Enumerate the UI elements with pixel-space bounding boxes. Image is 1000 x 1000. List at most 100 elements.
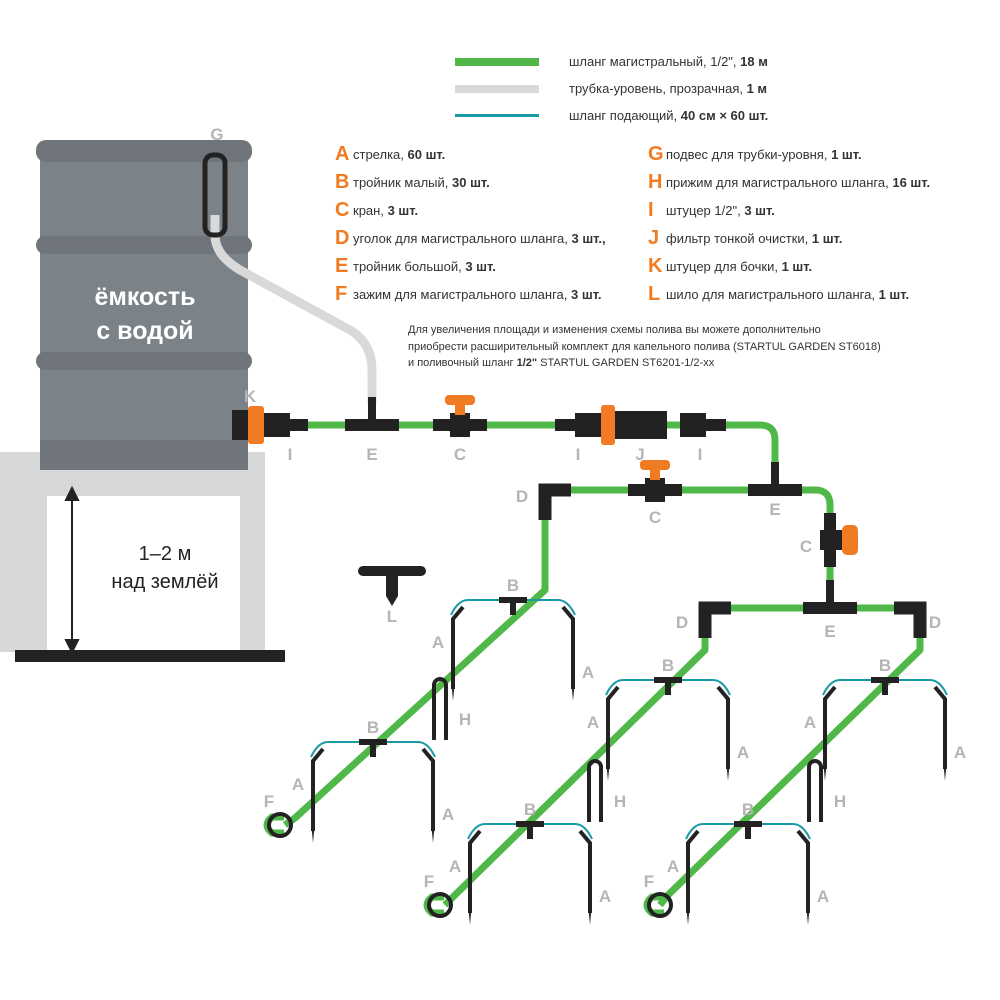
feed-hose-swatch (455, 114, 539, 117)
part-name: подвес для трубки-уровня, (666, 146, 828, 162)
part-qty: 1 шт. (811, 230, 843, 246)
part-letter: B (335, 170, 350, 193)
part-qty: 60 шт. (407, 146, 446, 162)
part-qty: 3 шт., (571, 230, 606, 246)
large-tee-stem (826, 580, 834, 604)
note-line: Для увеличения площади и изменения схемы… (408, 324, 821, 336)
feed-hose (822, 679, 948, 696)
label-k: K (244, 387, 257, 406)
label-b: B (662, 656, 674, 675)
part-letter: H (648, 170, 663, 193)
note-text: STARTUL GARDEN ST6201-1/2-xx (537, 357, 715, 369)
main-hose (775, 486, 834, 608)
nozzle-tip (706, 419, 726, 431)
label-d: D (929, 613, 941, 632)
label-b: B (367, 718, 379, 737)
label-c: C (454, 445, 466, 464)
hose-clamp (427, 892, 453, 918)
tank-label: ёмкость с водой (45, 280, 245, 348)
main-hose (240, 421, 779, 490)
note-text: и поливочный шланг (408, 357, 517, 369)
small-tee-stem (882, 683, 888, 695)
label-a: A (804, 713, 816, 732)
hose-pin (807, 759, 823, 822)
label-b: B (507, 576, 519, 595)
label-a: A (954, 743, 966, 762)
label-j: J (635, 445, 644, 464)
drip-stake (933, 685, 947, 769)
label-e: E (366, 445, 377, 464)
part-qty: 30 шт. (452, 174, 490, 190)
small-tee-stem (527, 827, 533, 839)
valve-handle-stem (650, 468, 660, 480)
tank-nozzle-nut (248, 406, 264, 444)
part-name: фильтр тонкой очистки, (666, 230, 809, 246)
drip-stake-tip (588, 903, 592, 925)
hose-pin (432, 677, 448, 740)
awl-tip (386, 576, 398, 606)
valve-core (820, 530, 844, 550)
drip-stake (796, 829, 810, 913)
part-qty: 3 шт. (387, 202, 419, 218)
nozzle-tip (555, 419, 575, 431)
feed-hose (450, 599, 576, 616)
note-bold: 1/2" (516, 357, 538, 369)
label-d: D (676, 613, 688, 632)
part-qty: 3 шт. (465, 258, 496, 274)
part-letter: D (335, 226, 350, 249)
label-h: H (459, 710, 471, 729)
legend-item-feed-hose: шланг подающий, 40 см × 60 шт. (455, 102, 768, 129)
drip-stake (606, 685, 620, 769)
drip-stake (421, 747, 435, 831)
part-letter: K (648, 254, 663, 277)
legend-text: шланг магистральный, 1/2", (569, 54, 737, 69)
label-i: I (576, 445, 581, 464)
drip-stake (578, 829, 592, 913)
valve-core (450, 413, 470, 437)
label-h: H (834, 792, 846, 811)
part-qty: 1 шт. (831, 146, 862, 162)
drip-stake-tip (823, 759, 827, 781)
awl-handle (358, 566, 426, 576)
corner-fitting (894, 601, 927, 638)
small-tee-stem (745, 827, 751, 839)
label-i: I (288, 445, 293, 464)
part-name: штуцер для бочки, (666, 258, 778, 274)
drip-stake-tip (943, 759, 947, 781)
nozzle-body (575, 413, 601, 437)
level-tube-hanger (202, 152, 228, 238)
legend-qty: 1 м (746, 81, 768, 96)
level-tube (210, 215, 377, 405)
label-h: H (614, 792, 626, 811)
drip-stake-tip (571, 679, 575, 701)
part-letter: C (335, 198, 350, 221)
label-a: A (817, 887, 829, 906)
feed-hose (467, 823, 593, 840)
part-qty: 1 шт. (781, 258, 813, 274)
legend-qty: 40 см × 60 шт. (680, 108, 769, 123)
label-f: F (644, 872, 654, 891)
part-name: стрелка, (353, 146, 404, 162)
corner-fitting (698, 601, 731, 638)
drip-stake-tip (686, 903, 690, 925)
small-tee (516, 821, 544, 827)
tank-label-line2: с водой (96, 317, 194, 345)
drip-stake (468, 829, 482, 913)
valve-core (645, 478, 665, 502)
legend-item-level-tube: трубка-уровень, прозрачная, 1 м (455, 75, 768, 102)
water-tank (36, 140, 252, 470)
drip-stake (311, 747, 325, 831)
part-letter: G (648, 142, 664, 165)
label-f: F (264, 792, 274, 811)
stand-label-line1: 1–2 м (138, 543, 192, 565)
part-letter: J (648, 226, 660, 249)
label-e: E (769, 500, 780, 519)
drip-stake-tip (451, 679, 455, 701)
small-tee (734, 821, 762, 827)
